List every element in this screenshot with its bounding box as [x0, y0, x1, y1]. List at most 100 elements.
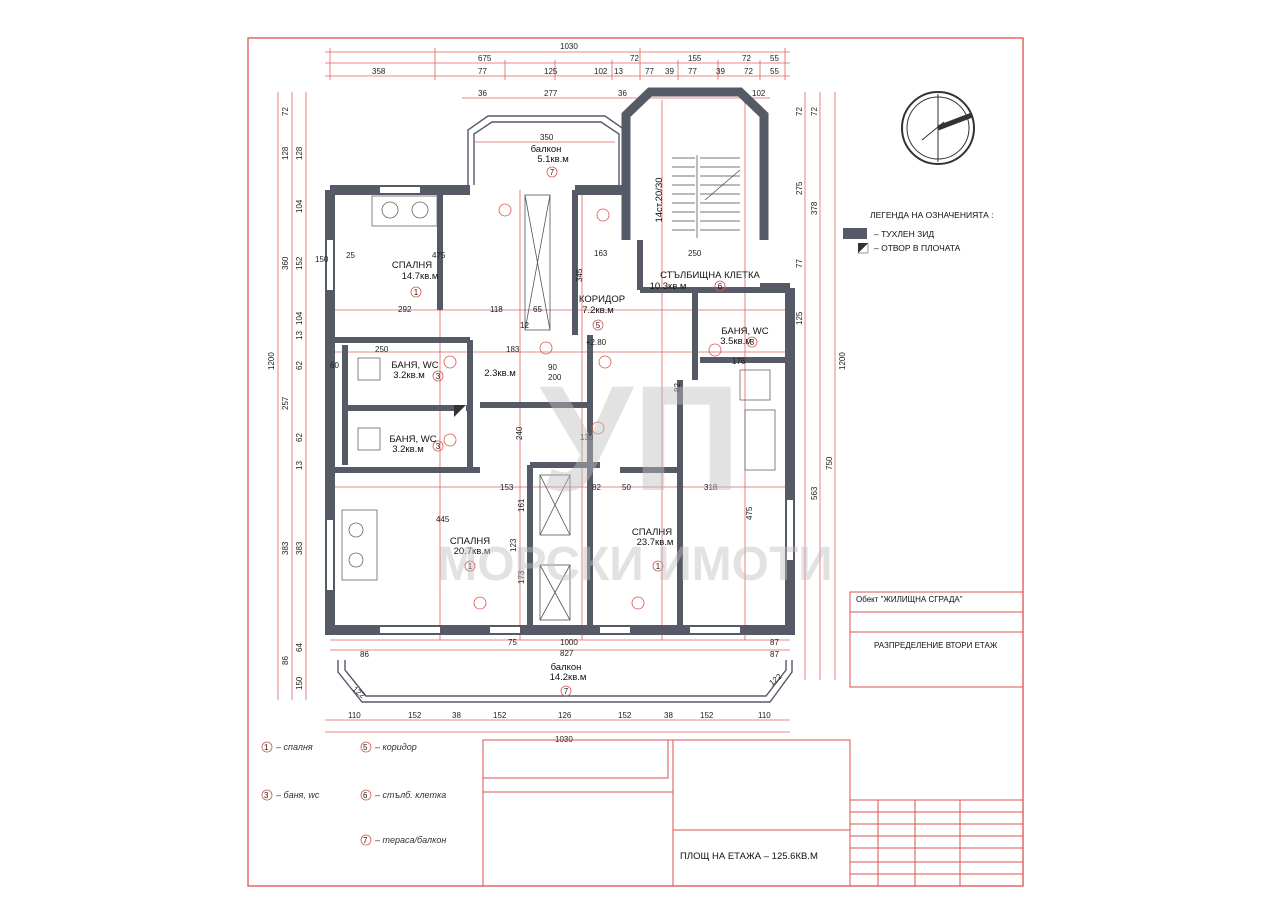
svg-text:7: 7	[550, 168, 555, 177]
room-bath-1: БАНЯ, WC 3.2кв.м 3	[391, 360, 444, 382]
svg-text:6: 6	[718, 282, 723, 291]
svg-text:– баня, wc: – баня, wc	[275, 790, 320, 800]
svg-text:3.2кв.м: 3.2кв.м	[392, 444, 424, 455]
svg-text:65: 65	[533, 305, 542, 314]
svg-text:64: 64	[295, 643, 304, 652]
svg-text:1: 1	[264, 743, 269, 752]
sheet-title: РАЗПРЕДЕЛЕНИЕ ВТОРИ ЕТАЖ	[874, 641, 998, 650]
dim-r3-72: 72	[744, 67, 753, 76]
svg-text:86: 86	[360, 650, 369, 659]
dim-left-total: 1200	[267, 352, 276, 370]
svg-text:125: 125	[795, 311, 804, 325]
svg-text:3: 3	[750, 338, 755, 347]
svg-text:87: 87	[770, 650, 779, 659]
dim-top-155: 155	[688, 54, 702, 63]
svg-text:152: 152	[295, 256, 304, 270]
dim-b-38a: 38	[452, 711, 461, 720]
room-bedroom-3: СПАЛНЯ 23.7кв.м 1	[632, 527, 674, 572]
svg-text:– тераса/балкон: – тераса/балкон	[374, 835, 446, 845]
stair-tower	[621, 87, 769, 240]
svg-text:163: 163	[594, 249, 608, 258]
svg-text:360: 360	[281, 256, 290, 270]
svg-text:90: 90	[548, 363, 557, 372]
room-bedroom-2: СПАЛНЯ 20.7кв.м 1	[450, 536, 491, 572]
svg-text:445: 445	[436, 515, 450, 524]
door-markers	[443, 203, 722, 610]
svg-text:6: 6	[363, 791, 368, 800]
dim-right-total: 1200	[838, 352, 847, 370]
room-labels: балкон 5.1кв.м 7 СПАЛНЯ 14.7кв.м 1 КОРИД…	[389, 144, 769, 697]
svg-text:20.7кв.м: 20.7кв.м	[454, 546, 491, 557]
dim-top-55a: 55	[770, 54, 779, 63]
svg-text:СПАЛНЯ: СПАЛНЯ	[392, 260, 432, 271]
svg-text:122: 122	[351, 685, 367, 701]
dim-r3-13: 13	[614, 67, 623, 76]
dim-top-total: 1030	[560, 42, 578, 51]
dim-r3-358: 358	[372, 67, 386, 76]
svg-text:5: 5	[596, 321, 601, 330]
svg-text:СПАЛНЯ: СПАЛНЯ	[450, 536, 490, 547]
svg-text:7: 7	[363, 836, 368, 845]
svg-text:7: 7	[564, 687, 569, 696]
svg-text:балкон: балкон	[551, 662, 582, 673]
room-bedroom-1: СПАЛНЯ 14.7кв.м 1	[392, 260, 438, 298]
svg-text:БАНЯ, WC: БАНЯ, WC	[391, 360, 438, 371]
svg-text:3: 3	[436, 372, 441, 381]
svg-text:104: 104	[295, 199, 304, 213]
room-small-area: 2.3кв.м	[484, 368, 516, 379]
dim-top-72b: 72	[742, 54, 751, 63]
furniture	[341, 195, 776, 581]
svg-text:СПАЛНЯ: СПАЛНЯ	[632, 527, 672, 538]
dim-r3-39b: 39	[716, 67, 725, 76]
svg-text:200: 200	[548, 373, 562, 382]
svg-text:62: 62	[295, 433, 304, 442]
dim-b-38b: 38	[664, 711, 673, 720]
svg-text:153: 153	[500, 483, 514, 492]
svg-text:СТЪЛБИЩНА КЛЕТКА: СТЪЛБИЩНА КЛЕТКА	[660, 270, 760, 281]
svg-text:128: 128	[281, 146, 290, 160]
dim-r3-77b: 77	[645, 67, 654, 76]
svg-text:82: 82	[673, 383, 682, 392]
svg-text:5.1кв.м: 5.1кв.м	[537, 154, 569, 165]
svg-text:1: 1	[414, 288, 419, 297]
svg-text:257: 257	[281, 396, 290, 410]
svg-text:318: 318	[704, 483, 718, 492]
dim-b-152a: 152	[408, 711, 422, 720]
svg-text:750: 750	[825, 456, 834, 470]
dim-top-72a: 72	[630, 54, 639, 63]
title-block	[482, 591, 1024, 887]
svg-text:– спалня: – спалня	[275, 742, 313, 752]
room-balcony-bottom: балкон 14.2кв.м 7	[550, 662, 587, 697]
room-balcony-top: балкон 5.1кв.м 7	[531, 144, 569, 178]
svg-text:12: 12	[520, 321, 529, 330]
legend-brick-wall: – ТУХЛЕН ЗИД	[874, 229, 934, 239]
svg-text:378: 378	[810, 201, 819, 215]
watermark: УП МОРСКИ ИМОТИ	[437, 354, 833, 591]
svg-text:86: 86	[281, 656, 290, 665]
svg-text:23.7кв.м: 23.7кв.м	[637, 537, 674, 548]
svg-text:10.3кв.м: 10.3кв.м	[650, 281, 687, 292]
legend-top: ЛЕГЕНДА НА ОЗНАЧЕНИЯТА : – ТУХЛЕН ЗИД – …	[843, 210, 994, 254]
dim-r3-77a: 77	[478, 67, 487, 76]
svg-text:50: 50	[622, 483, 631, 492]
svg-text:183: 183	[506, 345, 520, 354]
closet-markers	[524, 194, 571, 621]
room-bath-2: БАНЯ, WC 3.2кв.м 3	[389, 434, 444, 455]
svg-text:130: 130	[580, 433, 594, 442]
dim-b-110b: 110	[758, 711, 771, 720]
dim-balcony-350: 350	[540, 133, 554, 142]
title-block-text: Обект "ЖИЛИЩНА СГРАДА" РАЗПРЕДЕЛЕНИЕ ВТО…	[680, 595, 998, 862]
svg-text:345: 345	[575, 268, 584, 282]
dim-b-110a: 110	[348, 711, 361, 720]
object-title: Обект "ЖИЛИЩНА СГРАДА"	[856, 595, 963, 604]
svg-text:14.2кв.м: 14.2кв.м	[550, 672, 587, 683]
svg-text:475: 475	[432, 251, 446, 260]
svg-text:1: 1	[468, 562, 473, 571]
svg-text:62: 62	[295, 361, 304, 370]
svg-text:14ст.20/30: 14ст.20/30	[654, 177, 665, 222]
svg-text:563: 563	[810, 486, 819, 500]
dim-b-152d: 152	[700, 711, 714, 720]
svg-text:72: 72	[795, 107, 804, 116]
dim-r3-55: 55	[770, 67, 779, 76]
